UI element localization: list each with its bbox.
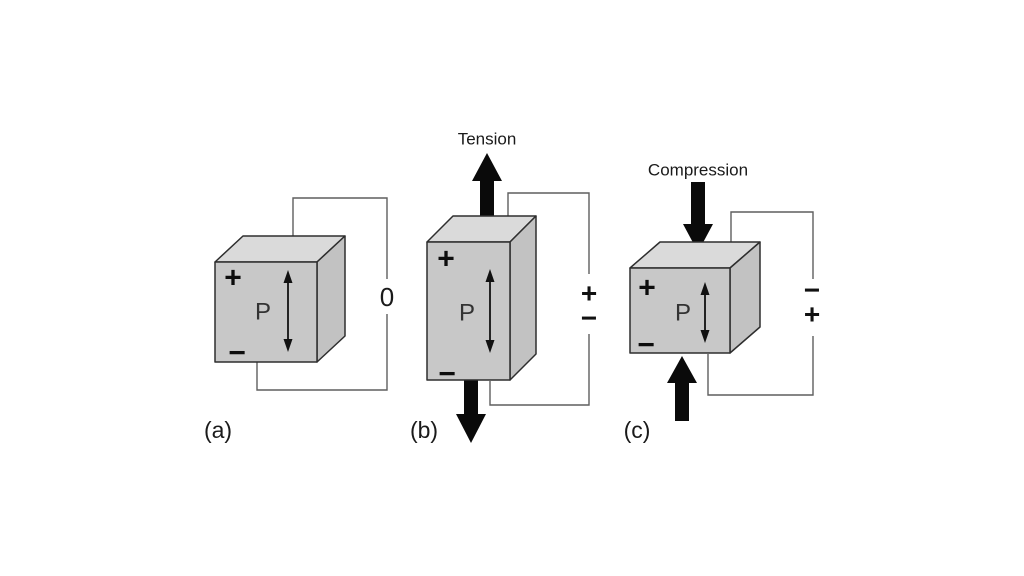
circuit-wire-bottom-b bbox=[489, 334, 590, 406]
panel-label-c: (c) bbox=[624, 417, 651, 443]
meter-negative-terminal: − bbox=[804, 275, 820, 306]
top-charge-symbol: + bbox=[638, 272, 656, 305]
arrow-down-head bbox=[283, 339, 293, 352]
polarization-arrow bbox=[283, 270, 293, 352]
cube-front-face bbox=[214, 261, 318, 363]
bottom-charge-symbol: − bbox=[637, 329, 655, 362]
circuit-wire-top-c bbox=[730, 211, 814, 279]
compression-arrow-down-icon bbox=[683, 182, 713, 252]
arrow-up-head bbox=[700, 282, 710, 295]
polarization-arrow bbox=[485, 269, 495, 353]
circuit-wire-bottom-c bbox=[707, 336, 814, 396]
force-label-tension: Tension bbox=[458, 130, 517, 149]
meter-reading-zero: 0 bbox=[380, 282, 394, 312]
crystal-cube-b bbox=[426, 215, 537, 381]
polarization-label: P bbox=[255, 299, 271, 326]
arrow-up-head bbox=[283, 270, 293, 283]
force-label-compression: Compression bbox=[648, 161, 748, 180]
meter-negative-terminal: − bbox=[581, 303, 597, 334]
circuit-wire-bottom-a bbox=[256, 314, 388, 391]
arrow-down-head bbox=[700, 330, 710, 343]
panel-label-b: (b) bbox=[410, 417, 438, 443]
cube-side-face bbox=[509, 215, 537, 381]
top-charge-symbol: + bbox=[437, 243, 455, 276]
panel-b: Tension + − P + − bbox=[410, 130, 597, 443]
polarization-label: P bbox=[459, 300, 475, 327]
arrow-down-head bbox=[485, 340, 495, 353]
panel-c: Compression + − P − bbox=[624, 161, 821, 444]
top-charge-symbol: + bbox=[224, 262, 242, 295]
tension-arrow-up-icon bbox=[472, 153, 502, 223]
circuit-wire-top-a bbox=[292, 197, 388, 279]
polarization-arrow bbox=[700, 282, 710, 343]
bottom-charge-symbol: − bbox=[228, 337, 246, 370]
meter-positive-terminal: + bbox=[804, 299, 820, 330]
compression-arrow-up-icon bbox=[667, 356, 697, 421]
panel-label-a: (a) bbox=[204, 417, 232, 443]
arrow-up-head bbox=[485, 269, 495, 282]
circuit-wire-top-b bbox=[507, 192, 590, 274]
polarization-label: P bbox=[675, 300, 691, 327]
tension-arrow-down-icon bbox=[456, 380, 486, 443]
panel-a: + − P 0 (a) bbox=[204, 197, 394, 443]
crystal-cube-a bbox=[214, 235, 346, 363]
meter-positive-terminal: + bbox=[581, 278, 597, 309]
bottom-charge-symbol: − bbox=[438, 358, 456, 391]
